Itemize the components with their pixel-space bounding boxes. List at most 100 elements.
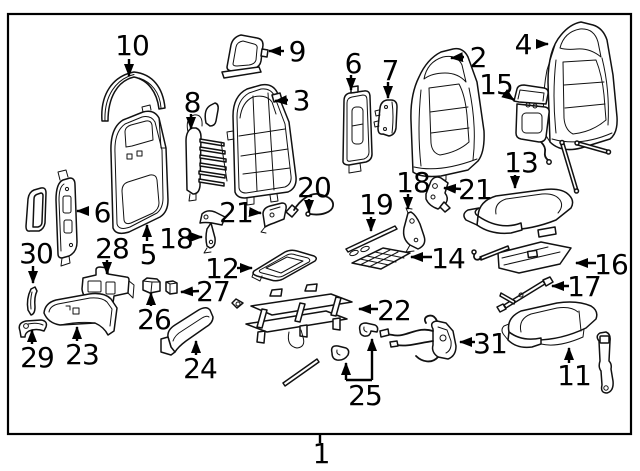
parts-drawings xyxy=(18,21,618,394)
callout-label-15: 15 xyxy=(479,68,513,101)
part-22-seat-adjuster-shape xyxy=(304,283,318,292)
part-16-heater-mat-shape xyxy=(471,249,477,255)
part-17-support-rod-shape xyxy=(499,292,516,305)
part-6-right-center-trim-shape xyxy=(342,90,373,166)
part-22-seat-adjuster-shape xyxy=(235,301,241,307)
part-4-seatback-assembly-shape xyxy=(547,21,618,151)
callout-23-23: 23 xyxy=(65,326,100,371)
callout-label-24: 24 xyxy=(183,352,217,385)
part-21-left-bracket-shape xyxy=(260,226,267,234)
leader-line-15 xyxy=(501,89,515,101)
part-6-left-recliner-cover-shape xyxy=(60,255,71,267)
part-31-wiring-harness-shape xyxy=(430,320,457,360)
part-13-cushion-cover-shape xyxy=(495,193,561,215)
part-20-cable xyxy=(285,193,334,218)
part-13-cushion-cover-shape xyxy=(557,199,563,214)
callout-label-5: 5 xyxy=(140,238,157,271)
callout-19-12: 19 xyxy=(359,188,394,232)
part-25-clamps-shape xyxy=(330,345,350,361)
part-8-lumbar-support-shape xyxy=(204,102,219,127)
part-9-headrest-escutcheon-shape xyxy=(260,48,269,58)
part-24-side-shield-shape xyxy=(172,315,210,342)
part-7-side-pad-shape xyxy=(384,105,388,109)
part-15-child-seat-module-shape xyxy=(515,103,550,143)
callout-5-18: 5 xyxy=(140,224,157,271)
part-24-side-shield-shape xyxy=(167,307,214,353)
part-31-wiring-harness-shape xyxy=(396,340,434,347)
part-8-lumbar-support-shape xyxy=(198,170,226,179)
part-15-child-seat-module xyxy=(513,84,552,165)
part-5-seatback-panel-shape xyxy=(158,117,167,149)
part-5-seatback-panel-shape xyxy=(141,104,152,113)
callout-label-18: 18 xyxy=(396,166,430,199)
recliner-rods-shape xyxy=(605,149,612,155)
part-18-left-bracket xyxy=(199,210,226,254)
part-30-trim-strip-shape xyxy=(30,291,33,310)
part-8-lumbar-support-shape xyxy=(220,141,228,182)
callout-label-8: 8 xyxy=(184,86,201,119)
part-23-side-valance-shape xyxy=(48,297,113,327)
part-28-bracket-plate-shape xyxy=(127,280,135,299)
part-3-seatback-frame-shape xyxy=(242,167,291,175)
part-9-headrest-escutcheon xyxy=(221,34,269,79)
part-6-right-center-trim-shape xyxy=(351,123,364,127)
callout-label-10: 10 xyxy=(115,29,149,62)
part-6-left-recliner-cover-shape xyxy=(58,183,65,252)
callout-label-9: 9 xyxy=(289,35,306,68)
part-18-left-bracket-shape xyxy=(199,210,226,226)
part-19-rod-shape xyxy=(349,249,359,257)
part-12-seat-pan-shape xyxy=(252,249,318,282)
callout-1-33: 1 xyxy=(313,434,330,470)
part-5-seatback-panel-shape xyxy=(124,120,154,148)
callout-label-4: 4 xyxy=(515,28,532,61)
part-21-right-bracket-shape xyxy=(430,194,436,200)
part-11-cushion-assembly-shape xyxy=(540,328,585,346)
part-3-seatback-frame-shape xyxy=(267,92,275,191)
part-5-seatback-panel-shape xyxy=(136,150,143,157)
part-2-seatback-cover-shape xyxy=(468,87,475,161)
part-6-right-center-trim-shape xyxy=(348,162,362,174)
part-27-switch-knob-shape xyxy=(165,280,178,295)
part-6-left-recliner-cover-shape xyxy=(57,169,69,181)
part-8-lumbar-support-shape xyxy=(188,192,197,202)
part-10-trim-hoop-shape xyxy=(101,71,166,122)
part-11-cushion-assembly-shape xyxy=(520,307,579,333)
callout-16-28: 16 xyxy=(575,248,629,281)
part-15-child-seat-module-shape xyxy=(540,141,549,161)
part-13-cushion-cover-shape xyxy=(537,226,557,238)
part-3-seatback-frame-shape xyxy=(240,148,289,157)
part-26-switch-housing-shape xyxy=(142,280,161,293)
part-18-right-bracket-shape xyxy=(409,218,415,224)
callout-11-31: 11 xyxy=(557,347,592,392)
part-9-headrest-escutcheon-shape xyxy=(221,66,262,79)
part-22-seat-adjuster-shape xyxy=(231,298,244,309)
part-3-seatback-frame-shape xyxy=(226,130,235,141)
callout-17-29: 17 xyxy=(551,270,602,303)
part-12-seat-pan xyxy=(251,249,318,282)
callout-29-24: 29 xyxy=(20,329,55,374)
callout-label-11: 11 xyxy=(557,359,591,392)
callout-label-21: 21 xyxy=(219,196,253,229)
callout-22-26: 22 xyxy=(358,294,412,327)
part-2-seatback-cover-shape xyxy=(429,106,469,113)
callout-25-32: 25 xyxy=(341,338,383,412)
callout-label-30: 30 xyxy=(19,237,53,270)
callout-4-7: 4 xyxy=(515,28,549,61)
callout-20-13: 20 xyxy=(297,171,332,213)
part-29-handle-shape xyxy=(27,322,44,326)
part-3-seatback-frame-shape xyxy=(246,196,255,206)
part-3-seatback-frame-shape xyxy=(269,193,279,203)
part-11-cushion-assembly-shape xyxy=(599,335,610,344)
callout-21-14: 21 xyxy=(219,196,262,229)
part-12-seat-pan-shape xyxy=(258,253,311,278)
callout-label-17: 17 xyxy=(567,270,601,303)
part-31-wiring-harness-shape xyxy=(415,355,439,363)
part-5-seatback-panel-shape xyxy=(114,116,164,229)
part-21-left-bracket-shape xyxy=(262,202,287,228)
part-4-seatback-assembly-shape xyxy=(553,59,557,134)
callout-13-9: 13 xyxy=(504,146,539,189)
callout-10-0: 10 xyxy=(115,29,150,77)
part-8-lumbar-support-shape xyxy=(199,154,227,163)
part-6-left-recliner-cover-shape xyxy=(62,195,72,214)
part-21-left-bracket xyxy=(260,202,287,234)
